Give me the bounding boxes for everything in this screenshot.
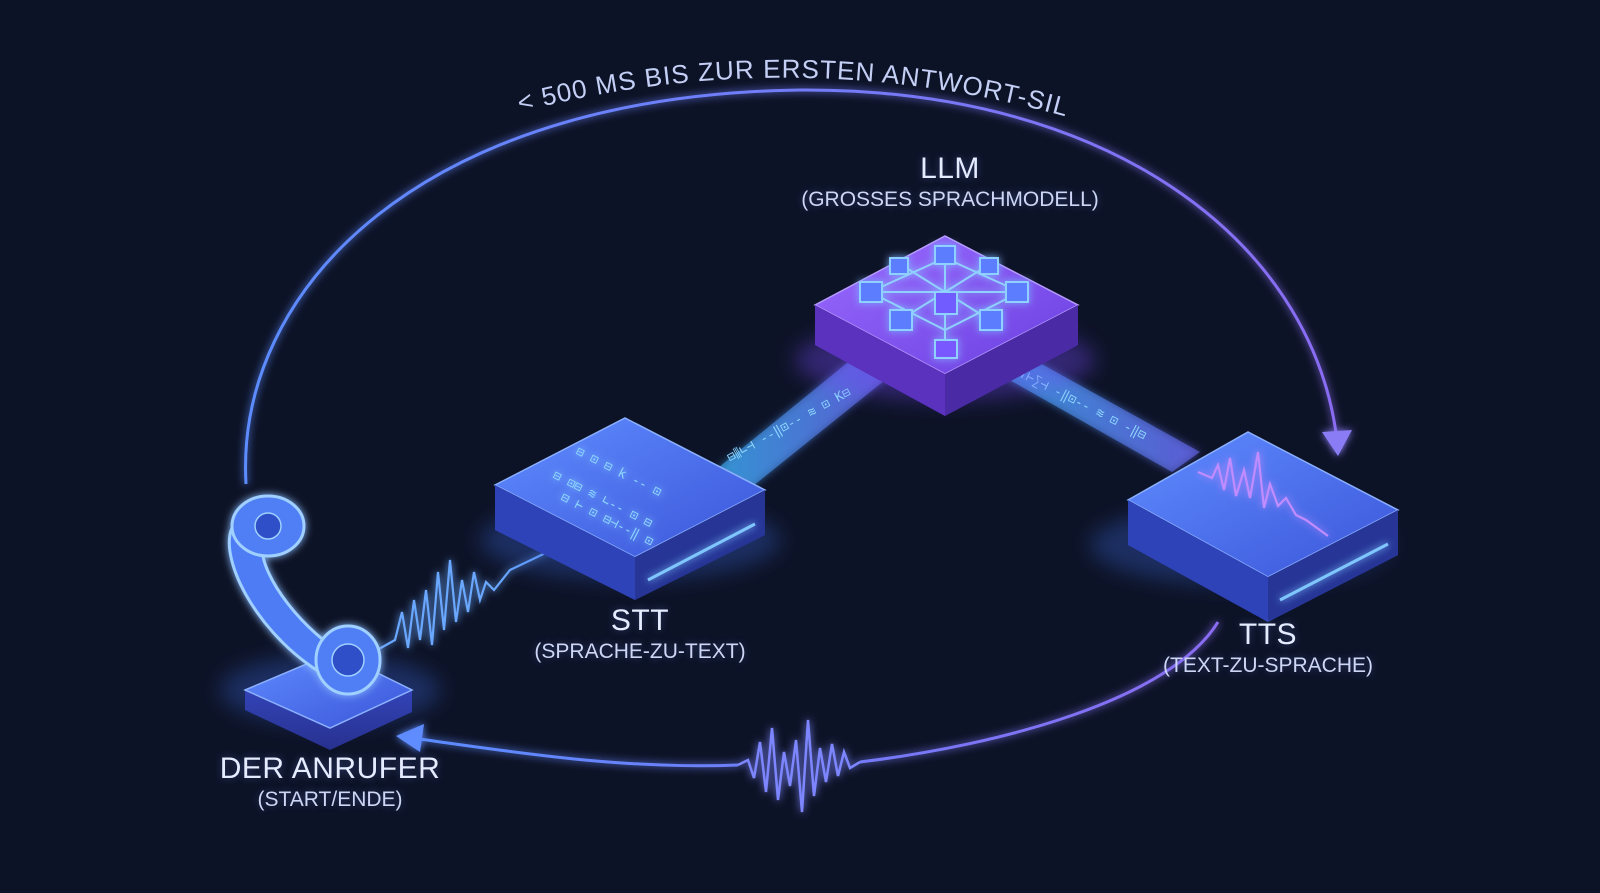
tts-node: [1090, 431, 1400, 622]
stt-label: STT (SPRACHE-ZU-TEXT): [534, 604, 745, 664]
loop-arrow-caller: [396, 724, 424, 752]
caller-label: DER ANRUFER (START/ENDE): [220, 752, 441, 812]
waveform-icon: [1197, 451, 1329, 537]
caller-title: DER ANRUFER: [219, 752, 441, 785]
loop-arrow-tts: [1322, 430, 1352, 456]
stt-node: ⊟ ⊡ ⊟ k -- ⊡ ⊟ ⊡⊟ ≋ ∟-- ⊡ ⊟ ⊟ ⊢ ⊡ ⊟⊣--‖ …: [480, 417, 780, 600]
llm-label: LLM (GROSSES SPRACHMODELL): [801, 152, 1099, 212]
stt-subtitle: (SPRACHE-ZU-TEXT): [534, 640, 746, 663]
llm-subtitle: (GROSSES SPRACHMODELL): [801, 188, 1099, 211]
tts-subtitle: (TEXT-ZU-SPRACHE): [1163, 654, 1373, 677]
llm-title: LLM: [920, 152, 980, 185]
loop-arc-top: [244, 88, 1340, 485]
stt-title: STT: [610, 604, 670, 637]
telephone-handset-icon: [227, 494, 382, 696]
tts-label: TTS (TEXT-ZU-SPRACHE): [1163, 618, 1373, 678]
neural-network-cubes-icon: [859, 245, 1029, 359]
waveform-icon: [737, 719, 861, 813]
waveform-icon: [369, 547, 557, 655]
caller-node: [220, 494, 440, 750]
loop-label-text: < 500 MS BIS ZUR ERSTEN ANTWORT-SILBE: [0, 0, 1071, 122]
tts-title: TTS: [1238, 618, 1298, 651]
loop-label: < 500 MS BIS ZUR ERSTEN ANTWORT-SILBE: [0, 0, 1072, 122]
llm-node: [795, 235, 1095, 416]
caller-subtitle: (START/ENDE): [257, 788, 403, 811]
loop-arc-bottom: [411, 621, 1220, 768]
